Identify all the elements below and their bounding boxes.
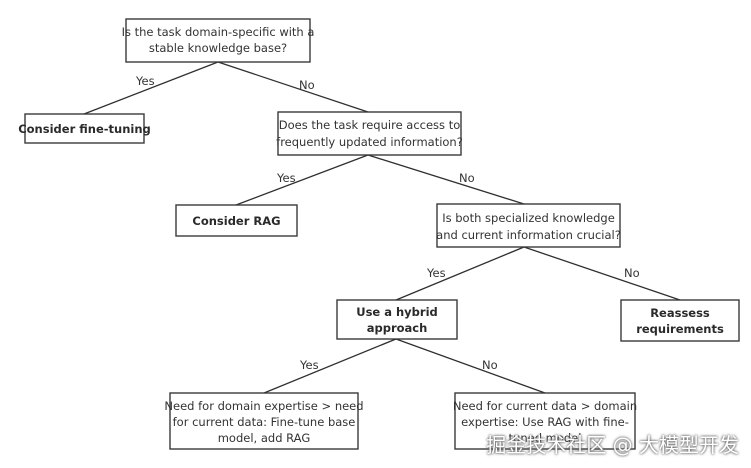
edge-label-q1-no: No xyxy=(299,78,315,92)
node-rag-label: Consider RAG xyxy=(192,214,280,228)
node-q3: Is both specialized knowledge and curren… xyxy=(436,203,621,248)
edge-labels: Yes No Yes No Yes No Yes No xyxy=(135,74,640,372)
edge-q3-to-hybrid xyxy=(395,246,525,301)
node-q1-line-2: stable knowledge base? xyxy=(149,41,287,55)
node-reassess-line-1: Reassess xyxy=(650,306,710,320)
node-rag: Consider RAG xyxy=(175,204,298,237)
edge-label-hybrid-no: No xyxy=(482,358,498,372)
node-current-first-line-1: Need for current data > domain xyxy=(453,399,637,413)
node-current-first-line-2: expertise: Use RAG with fine- xyxy=(461,415,629,429)
edge-label-q1-yes: Yes xyxy=(135,74,155,88)
edge-label-q2-no: No xyxy=(459,171,475,185)
node-fine-tuning-label: Consider fine-tuning xyxy=(18,122,151,136)
node-q3-line-2: and current information crucial? xyxy=(436,228,621,242)
node-current-first: Need for current data > domain expertise… xyxy=(453,392,637,450)
node-domain-first-line-1: Need for domain expertise > need xyxy=(164,399,363,413)
edge-label-hybrid-yes: Yes xyxy=(299,358,319,372)
node-q3-line-1: Is both specialized knowledge xyxy=(442,211,615,225)
edge-q1-to-q2 xyxy=(217,61,369,113)
edge-hybrid-to-current-first xyxy=(395,338,546,394)
node-reassess-line-2: requirements xyxy=(636,322,724,336)
node-hybrid-line-2: approach xyxy=(367,321,428,335)
node-domain-first: Need for domain expertise > need for cur… xyxy=(164,392,364,450)
watermark-text: 掘金技术社区 @ 大模型开发 xyxy=(486,433,739,457)
node-hybrid: Use a hybrid approach xyxy=(336,299,458,340)
node-q2-line-1: Does the task require access to xyxy=(279,118,461,132)
node-domain-first-line-3: model, add RAG xyxy=(218,431,311,445)
node-current-first-line-3: tuned model xyxy=(509,431,582,445)
edge-q3-to-reassess xyxy=(523,246,681,301)
node-q1-line-1: Is the task domain-specific with a xyxy=(122,25,315,39)
node-domain-first-line-2: for current data: Fine-tune base xyxy=(173,415,356,429)
edge-label-q2-yes: Yes xyxy=(276,171,296,185)
edge-label-q3-no: No xyxy=(624,266,640,280)
node-q1: Is the task domain-specific with a stabl… xyxy=(122,18,315,63)
node-fine-tuning: Consider fine-tuning xyxy=(18,113,151,144)
node-reassess: Reassess requirements xyxy=(620,299,740,342)
edge-hybrid-to-domain-first xyxy=(263,338,397,394)
edge-label-q3-yes: Yes xyxy=(426,266,446,280)
node-q2-line-2: frequently updated information? xyxy=(276,135,463,149)
edge-q2-to-rag xyxy=(235,154,369,206)
connectors xyxy=(83,61,681,394)
edge-q2-to-q3 xyxy=(367,154,525,205)
edge-q1-to-fine-tuning xyxy=(83,61,219,115)
node-hybrid-line-1: Use a hybrid xyxy=(356,305,438,319)
node-q2: Does the task require access to frequent… xyxy=(276,111,463,156)
